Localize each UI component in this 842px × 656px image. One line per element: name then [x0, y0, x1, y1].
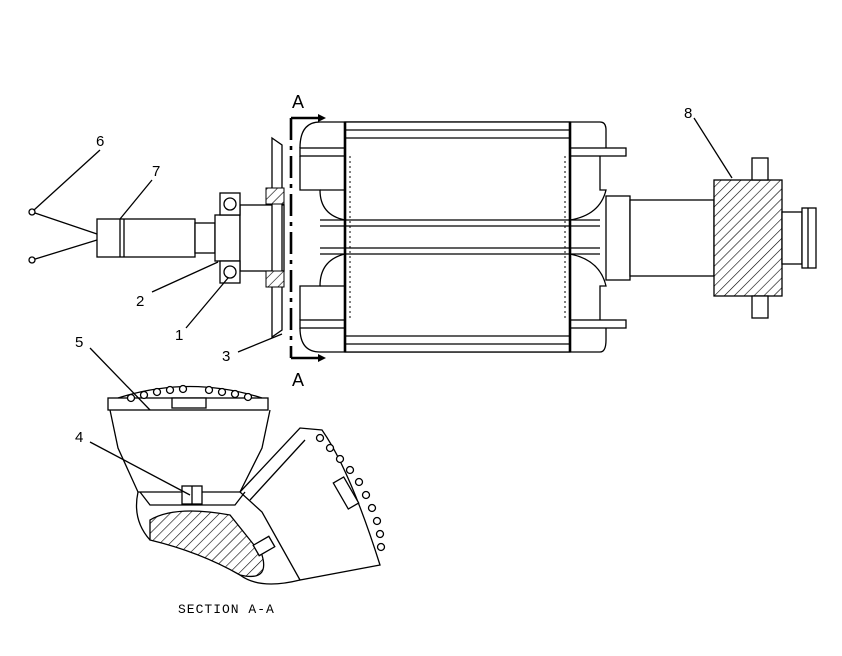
rotor-core — [299, 121, 627, 353]
lead-wires — [28, 208, 98, 264]
section-marker-bottom: A — [292, 370, 304, 390]
callout-8: 8 — [684, 105, 692, 122]
callout-1: 1 — [175, 327, 183, 344]
fan-plate — [265, 136, 285, 339]
section-marker-top: A — [292, 92, 304, 112]
bearing — [219, 192, 241, 284]
callout-5: 5 — [75, 334, 83, 351]
callout-4: 4 — [75, 429, 83, 446]
section-line — [289, 114, 326, 362]
callout-7: 7 — [152, 163, 160, 180]
section-caption: SECTION A-A — [178, 602, 275, 617]
section-view — [107, 384, 386, 585]
shaft-right — [605, 157, 817, 319]
shaft-left — [96, 204, 285, 272]
callout-2: 2 — [136, 293, 144, 310]
callout-6: 6 — [96, 133, 104, 150]
callout-3: 3 — [222, 348, 230, 365]
leader-lines — [33, 117, 733, 496]
